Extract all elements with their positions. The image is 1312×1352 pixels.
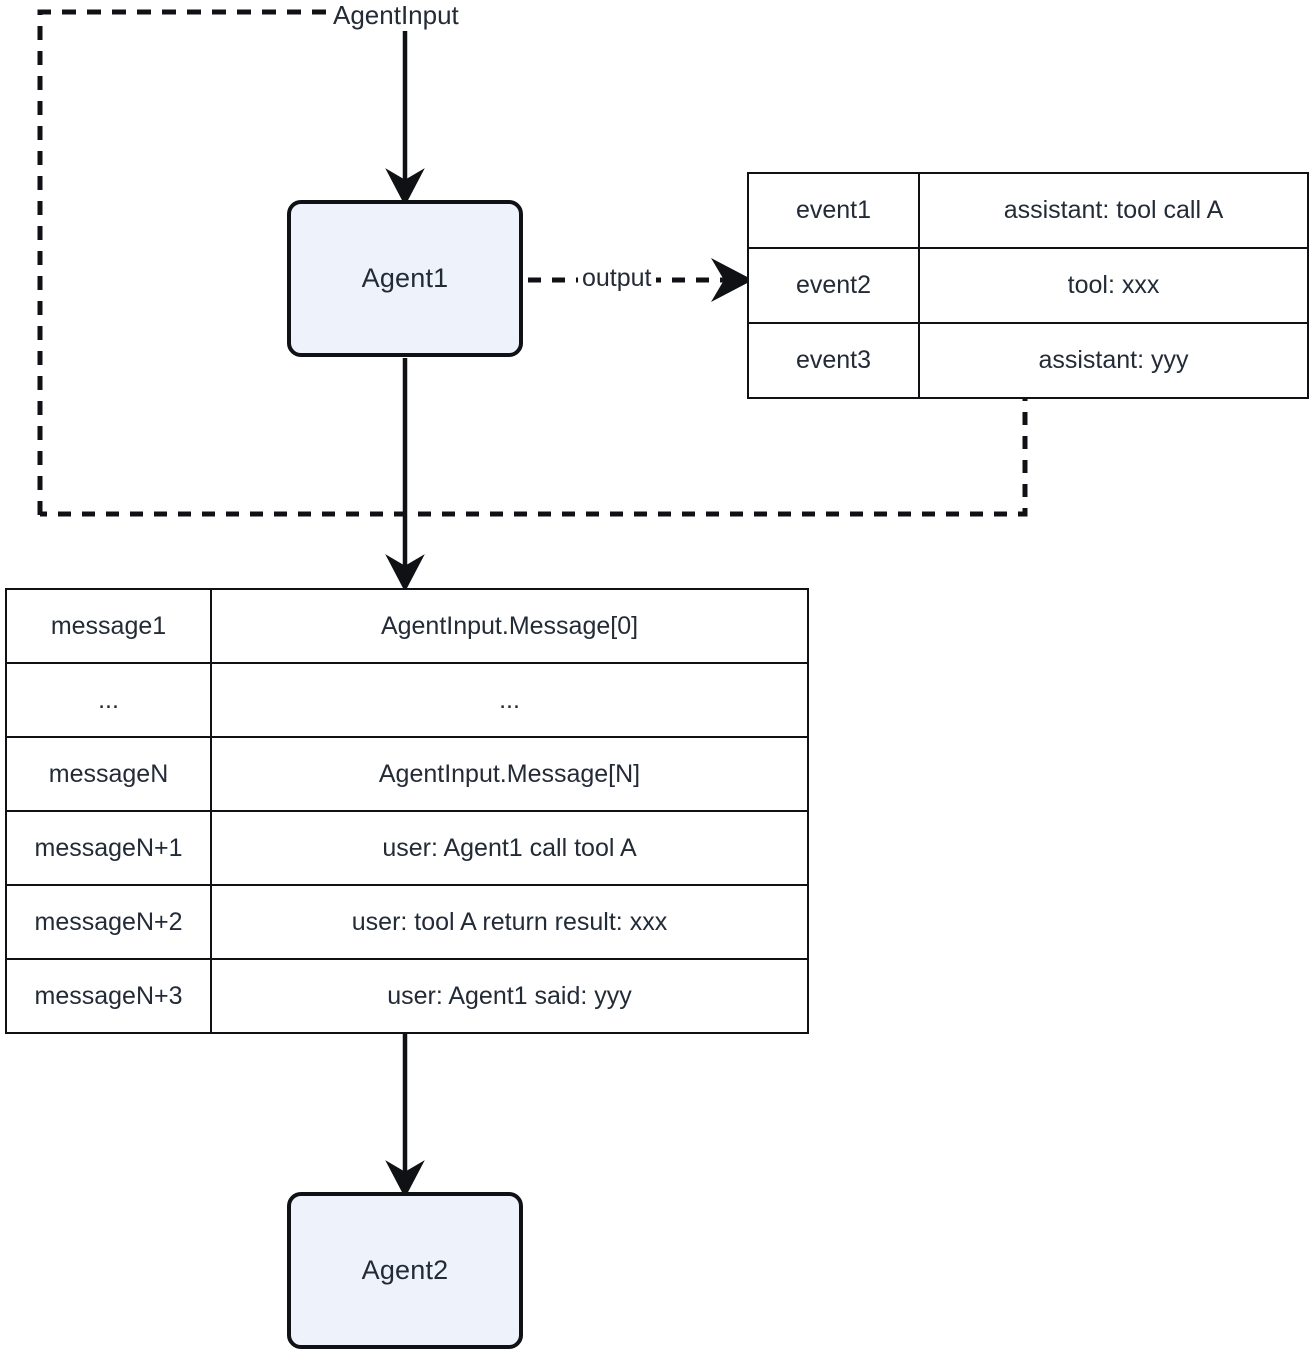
- message-key-cell: messageN: [5, 736, 212, 812]
- table-row: messageN+1 user: Agent1 call tool A: [5, 810, 809, 886]
- event-value-cell: assistant: yyy: [918, 322, 1309, 399]
- table-row: messageN AgentInput.Message[N]: [5, 736, 809, 812]
- agentinput-label: AgentInput: [328, 0, 464, 31]
- event-key-cell: event3: [747, 322, 920, 399]
- table-row: messageN+2 user: tool A return result: x…: [5, 884, 809, 960]
- event-key-cell: event1: [747, 172, 920, 249]
- event-value-cell: assistant: tool call A: [918, 172, 1309, 249]
- message-value-cell: ...: [210, 662, 809, 738]
- message-value-cell: user: Agent1 call tool A: [210, 810, 809, 886]
- node-agent2[interactable]: Agent2: [287, 1192, 523, 1349]
- node-agent1[interactable]: Agent1: [287, 200, 523, 357]
- table-row: event1 assistant: tool call A: [747, 172, 1309, 249]
- table-row: ... ...: [5, 662, 809, 738]
- message-value-cell: user: Agent1 said: yyy: [210, 958, 809, 1034]
- message-key-cell: messageN+3: [5, 958, 212, 1034]
- table-row: event3 assistant: yyy: [747, 322, 1309, 399]
- message-key-cell: ...: [5, 662, 212, 738]
- message-table: message1 AgentInput.Message[0] ... ... m…: [5, 588, 809, 1034]
- node-agent2-label: Agent2: [361, 1255, 449, 1285]
- message-key-cell: messageN+2: [5, 884, 212, 960]
- table-row: messageN+3 user: Agent1 said: yyy: [5, 958, 809, 1034]
- message-value-cell: AgentInput.Message[N]: [210, 736, 809, 812]
- event-table: event1 assistant: tool call A event2 too…: [747, 172, 1309, 399]
- edge-event-table-feedback-loop: [40, 388, 1028, 517]
- node-agent1-label: Agent1: [361, 263, 449, 293]
- message-value-cell: AgentInput.Message[0]: [210, 588, 809, 664]
- message-key-cell: messageN+1: [5, 810, 212, 886]
- event-value-cell: tool: xxx: [918, 247, 1309, 324]
- message-value-cell: user: tool A return result: xxx: [210, 884, 809, 960]
- table-row: event2 tool: xxx: [747, 247, 1309, 324]
- message-key-cell: message1: [5, 588, 212, 664]
- table-row: message1 AgentInput.Message[0]: [5, 588, 809, 664]
- event-key-cell: event2: [747, 247, 920, 324]
- output-edge-label: output: [578, 264, 656, 293]
